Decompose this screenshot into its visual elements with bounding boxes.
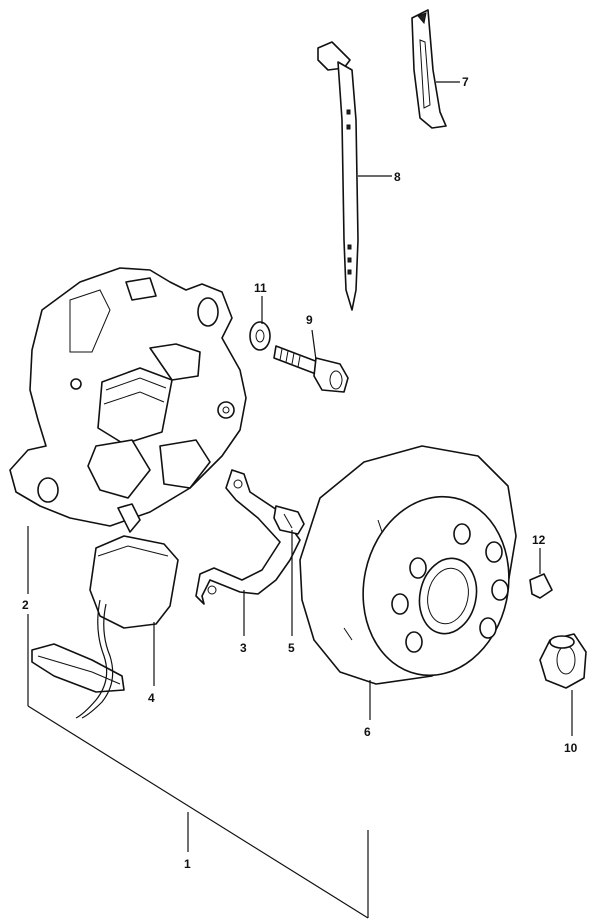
callout-10: 10 xyxy=(564,741,578,755)
callout-3: 3 xyxy=(240,641,247,655)
callout-7: 7 xyxy=(462,75,469,89)
callout-8: 8 xyxy=(394,170,401,184)
callout-9: 9 xyxy=(306,313,313,327)
stator-coils xyxy=(87,343,235,499)
part-12-key xyxy=(529,573,553,599)
callout-6: 6 xyxy=(364,725,371,739)
part-8-cable-tie xyxy=(317,41,359,311)
part-10-nut xyxy=(539,633,587,689)
part-9-bolt xyxy=(273,345,349,393)
callout-11: 11 xyxy=(254,281,267,295)
callout-12: 12 xyxy=(532,533,546,547)
part-11-washer xyxy=(249,321,271,351)
part-6-flywheel-rotor xyxy=(299,445,517,685)
callout-2: 2 xyxy=(22,598,29,612)
part-3-bracket xyxy=(195,469,301,605)
callout-4: 4 xyxy=(148,691,155,705)
part-5-screw xyxy=(273,505,305,535)
part-4-pulser-coil xyxy=(31,503,179,719)
callout-1: 1 xyxy=(184,857,191,871)
callout-5: 5 xyxy=(288,641,295,655)
callout-labels: 7 8 11 9 12 2 3 5 4 6 10 1 xyxy=(22,75,578,871)
part-7-clip xyxy=(411,9,447,129)
leader-lines xyxy=(27,81,573,919)
